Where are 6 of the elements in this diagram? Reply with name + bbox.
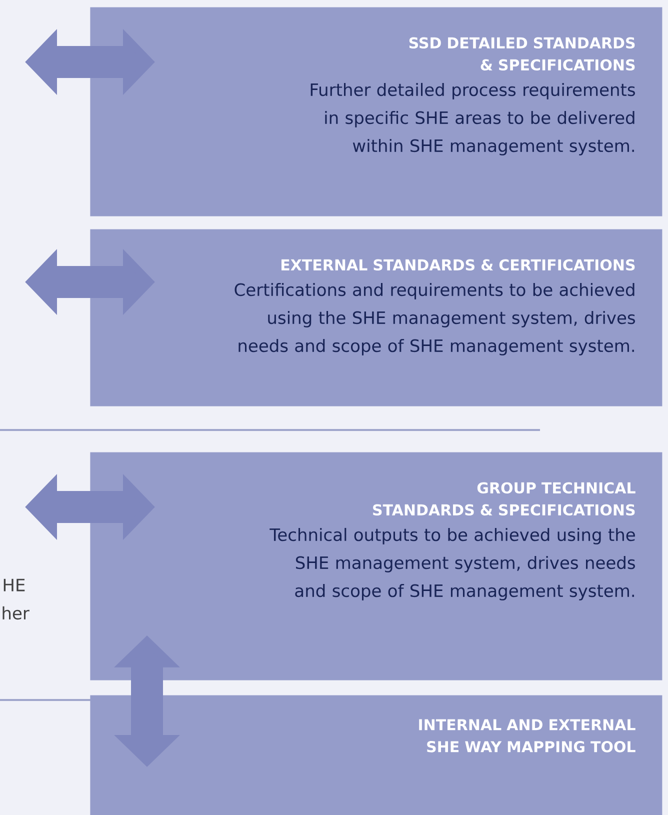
text-box: SSD DETAILED STANDARDS & SPECIFICATIONS Further detailed process requirements in specific SHE areas to be delivered within SHE management system. — [90, 7, 662, 216]
text-box: EXTERNAL STANDARDS & CERTIFICATIONS Certifications and requirements to be achieved using the SHE management system, drives needs and scope of SHE management system. — [90, 229, 662, 406]
text-box: GROUP TECHNICAL STANDARDS & SPECIFICATIONS Technical outputs to be achieved using the SHE management system, drives needs and scope of SHE management system. — [90, 452, 662, 680]
text-box: INTERNAL AND EXTERNAL SHE WAY MAPPING TOOL — [90, 695, 662, 815]
text-fragment: HE — [4, 578, 25, 592]
text-fragment: her — [2, 606, 30, 620]
